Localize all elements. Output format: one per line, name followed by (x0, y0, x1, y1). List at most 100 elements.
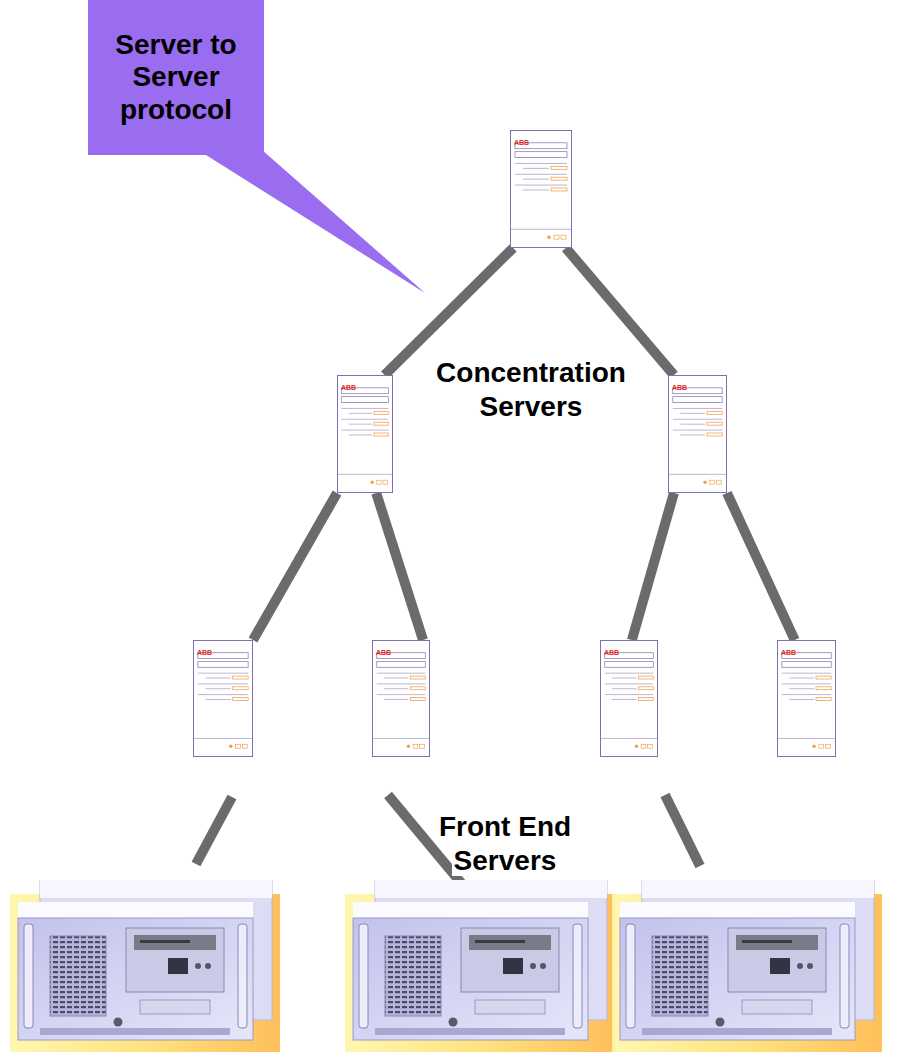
power-led (229, 745, 232, 749)
panel-line (680, 434, 705, 435)
panel-line (342, 419, 389, 420)
panel-line (511, 229, 571, 230)
panel-line (377, 694, 426, 695)
panel-line (194, 738, 252, 739)
panel-line (680, 413, 705, 414)
panel-line (349, 434, 372, 435)
drive-slot (377, 661, 426, 667)
panel-line (384, 699, 408, 700)
indicator-slot (233, 687, 248, 690)
panel-line (515, 163, 567, 164)
indicator-slot (551, 166, 567, 169)
power-led (812, 745, 815, 749)
industrial-pc (10, 880, 280, 1052)
indicator-slot (374, 433, 388, 436)
panel-line (523, 179, 549, 180)
server-panel (778, 641, 835, 756)
link-line (727, 493, 795, 640)
power-led (407, 745, 410, 749)
panel-line (206, 688, 231, 689)
panel-line (523, 168, 549, 169)
panel-button (717, 480, 722, 484)
panel-line (605, 694, 654, 695)
server-panel (194, 641, 252, 756)
server-icon: ABB (777, 640, 836, 757)
panel-line (605, 673, 654, 674)
indicator-slot (707, 411, 722, 414)
panel-button (819, 744, 824, 748)
tier-label: Front End Servers (405, 810, 605, 877)
callout-text: Server to Server protocol (98, 29, 254, 126)
link-line (385, 248, 513, 375)
panel-line (384, 678, 408, 679)
panel-button (826, 744, 831, 748)
panel-line (673, 419, 722, 420)
indicator-slot (707, 433, 722, 436)
indicator-slot (551, 188, 567, 191)
panel-button (561, 235, 566, 239)
server-panel (669, 376, 726, 492)
panel-line (377, 683, 426, 684)
panel-line (789, 678, 814, 679)
tier-label-text: Front End Servers (437, 811, 573, 876)
logo-text: ABB (601, 647, 622, 658)
panel-line (377, 673, 426, 674)
power-led (703, 480, 706, 484)
indicator-slot (410, 676, 425, 679)
server-icon: ABB (668, 375, 727, 493)
panel-line (673, 430, 722, 431)
panel-line (612, 699, 636, 700)
panel-button (710, 480, 715, 484)
panel-line (680, 424, 705, 425)
panel-line (673, 408, 722, 409)
callout-bubble: Server to Server protocol (88, 0, 264, 155)
panel-line (782, 673, 831, 674)
server-icon: ABB (337, 375, 393, 493)
server-panel (511, 131, 571, 247)
callout-pointer (198, 150, 425, 293)
industrial-pc (612, 880, 882, 1052)
panel-line (778, 738, 835, 739)
tier-label: Concentration Servers (411, 356, 651, 423)
indicator-slot (816, 687, 831, 690)
pc-link (196, 797, 232, 864)
panel-line (338, 474, 392, 475)
indicator-slot (410, 687, 425, 690)
panel-line (198, 673, 248, 674)
panel-line (669, 474, 726, 475)
panel-line (349, 413, 372, 414)
panel-line (206, 699, 231, 700)
panel-button (236, 744, 241, 748)
panel-line (601, 738, 657, 739)
panel-line (384, 688, 408, 689)
drive-slot (605, 661, 654, 667)
panel-button (413, 744, 418, 748)
link-line (376, 493, 423, 640)
pc-link (665, 795, 700, 866)
indicator-slot (638, 687, 653, 690)
drive-slot (198, 661, 248, 667)
tier-label-text: Concentration Servers (434, 357, 628, 422)
link-line (566, 248, 674, 375)
panel-button (554, 235, 559, 239)
panel-line (789, 699, 814, 700)
panel-button (242, 744, 247, 748)
panel-line (612, 678, 636, 679)
panel-line (373, 738, 429, 739)
panel-line (206, 678, 231, 679)
panel-line (782, 683, 831, 684)
logo-text: ABB (511, 137, 532, 148)
panel-button (383, 480, 388, 484)
server-panel (338, 376, 392, 492)
panel-button (420, 744, 425, 748)
pc-links (196, 795, 700, 884)
panel-line (198, 694, 248, 695)
logo-text: ABB (338, 382, 359, 393)
server-icon: ABB (193, 640, 253, 757)
panel-line (515, 174, 567, 175)
panel-button (641, 744, 646, 748)
server-panel (373, 641, 429, 756)
logo-text: ABB (669, 382, 690, 393)
